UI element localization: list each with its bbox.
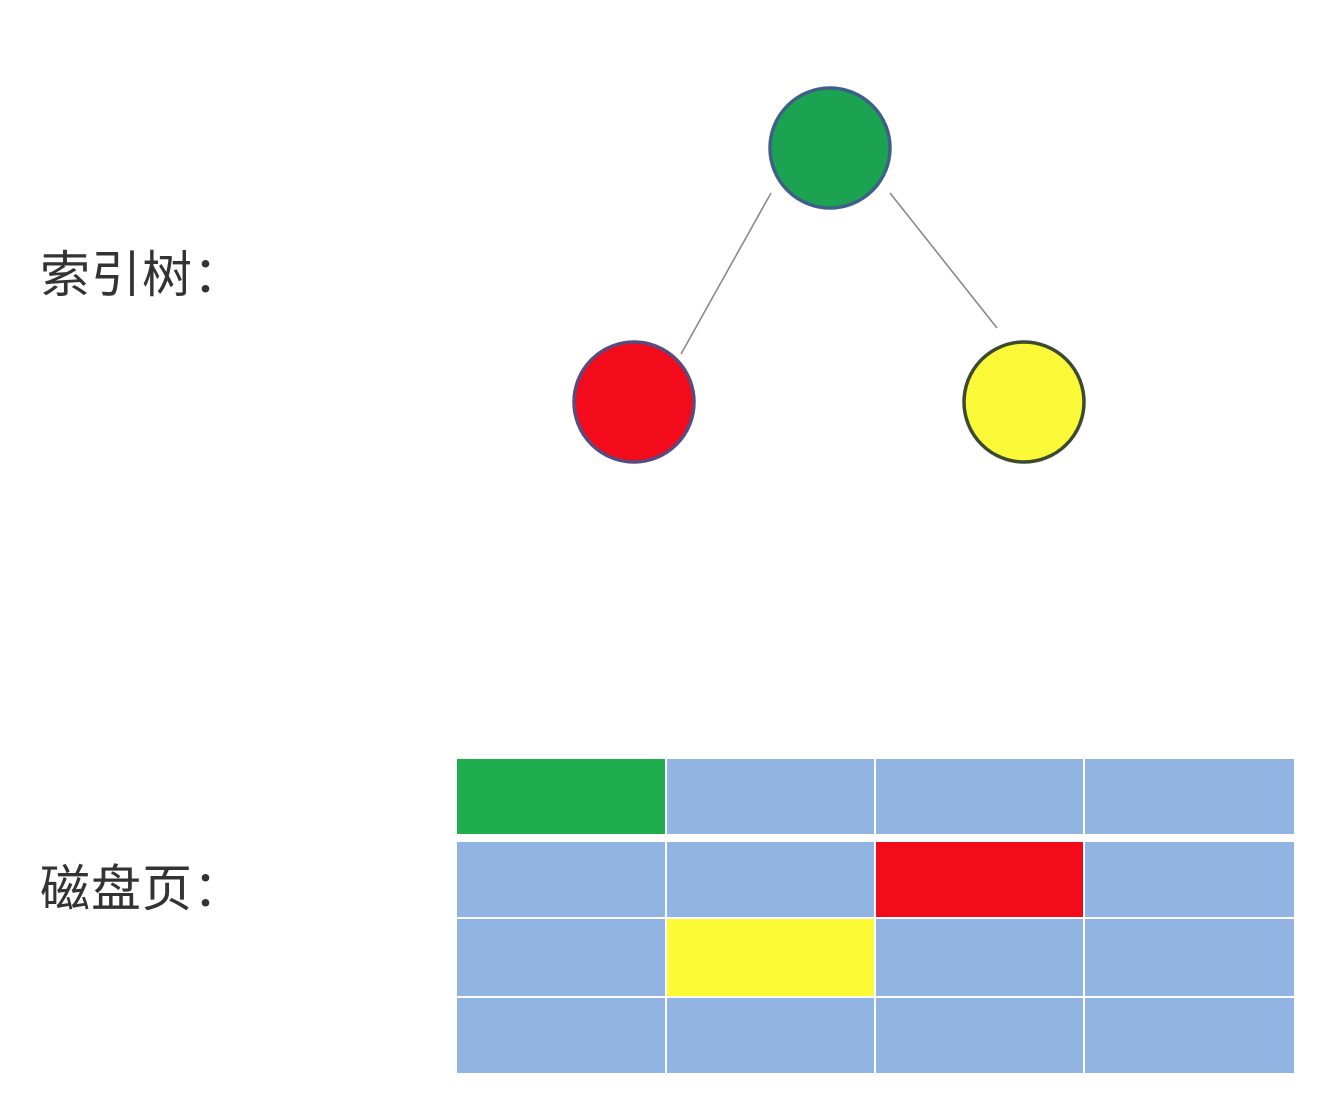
disk-page-cell-blue	[667, 842, 874, 917]
disk-page-cell-blue	[1085, 759, 1294, 834]
tree-node-right	[962, 340, 1086, 464]
disk-page-cell-yellow	[667, 919, 874, 996]
disk-page-cell-blue	[876, 919, 1083, 996]
disk-page-cell-blue	[876, 998, 1083, 1073]
tree-node-root	[768, 86, 892, 210]
edge-root-left	[680, 192, 772, 355]
tree-node-left	[572, 340, 696, 464]
disk-page-cell-blue	[1085, 998, 1294, 1073]
disk-page-cell-blue	[667, 998, 874, 1073]
disk-page-cell-red	[876, 842, 1083, 917]
disk-page-cell-blue	[667, 759, 874, 834]
index-tree-diagram	[572, 86, 1086, 464]
index-tree-label: 索引树：	[40, 246, 244, 304]
edge-root-right	[889, 192, 998, 329]
disk-page-cell-blue	[457, 842, 665, 917]
disk-page-cell-blue	[457, 998, 665, 1073]
disk-page-cell-blue	[1085, 919, 1294, 996]
disk-page-cell-green	[457, 759, 665, 834]
disk-page-label: 磁盘页：	[40, 860, 244, 918]
disk-page-cell-blue	[876, 759, 1083, 834]
disk-page-cell-blue	[457, 919, 665, 996]
disk-page-cell-blue	[1085, 842, 1294, 917]
